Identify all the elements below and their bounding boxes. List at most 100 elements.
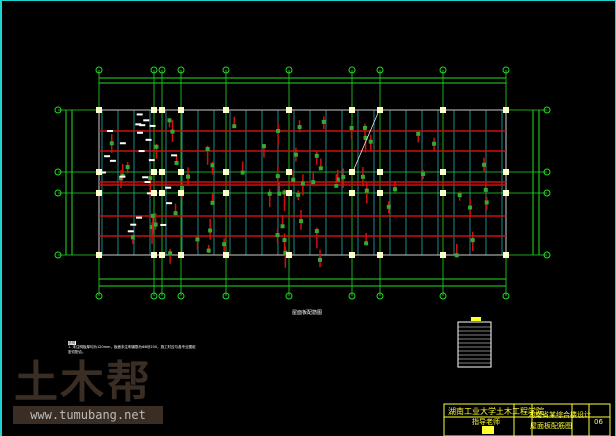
label-tag (160, 223, 167, 226)
rebar-mark (334, 183, 339, 188)
column (440, 169, 446, 175)
rebar-mark (314, 153, 319, 158)
column (503, 169, 509, 175)
column (377, 169, 383, 175)
rebar-mark (153, 222, 158, 227)
rebar-mark (291, 177, 296, 182)
axis-bubble (54, 251, 62, 259)
rebar-mark (206, 248, 211, 253)
title-sheet-no: 06 (594, 418, 603, 426)
axis-bubble (543, 189, 551, 197)
label-tag (145, 138, 152, 141)
label-tag (144, 181, 151, 184)
axis-bubble (177, 66, 185, 74)
rebar-mark (280, 224, 285, 229)
watermark-logo: 土木帮 (14, 357, 152, 408)
label-tag (165, 186, 172, 189)
axis-bubble (502, 292, 510, 300)
label-tag (137, 131, 144, 134)
rebar-mark (168, 251, 173, 256)
rebar-mark (267, 191, 272, 196)
column (96, 252, 102, 258)
column (377, 190, 383, 196)
label-tag (143, 119, 150, 122)
rebar-mark (300, 181, 305, 186)
rebar-mark (470, 238, 475, 243)
rebar-mark (195, 237, 200, 242)
label-tag (146, 192, 153, 195)
axis-bubble (158, 292, 166, 300)
column (377, 252, 383, 258)
rebar-mark (297, 125, 302, 130)
rebar-mark (363, 135, 368, 140)
rebar-mark (293, 152, 298, 157)
column (151, 252, 157, 258)
label-tag (106, 129, 113, 132)
rebar-mark (311, 180, 316, 185)
axis-bubble (158, 66, 166, 74)
rebar-mark (210, 163, 215, 168)
rebar-mark (318, 166, 323, 171)
axis-bubble (502, 66, 510, 74)
axis-bubble (54, 168, 62, 176)
label-tag (127, 230, 134, 233)
column (96, 107, 102, 113)
column (503, 190, 509, 196)
rebar-mark (174, 160, 179, 165)
column (178, 107, 184, 113)
column (151, 169, 157, 175)
rebar-mark (282, 190, 287, 195)
rebar-mark (349, 126, 354, 131)
axis-bubble (348, 292, 356, 300)
label-tag (138, 150, 145, 153)
rebar-mark (283, 250, 288, 255)
column (223, 169, 229, 175)
column (151, 107, 157, 113)
rebar-mark (483, 187, 488, 192)
rebar-mark (386, 204, 391, 209)
rebar-table (457, 321, 492, 368)
rebar-mark (276, 128, 281, 133)
title-block (443, 403, 611, 436)
notes-text: 1. 未注明板厚均为120mm，板面未注明钢筋为Φ8@200，施工时应与各专业图… (68, 345, 196, 354)
rebar-mark (210, 200, 215, 205)
axis-bubble (543, 106, 551, 114)
rebar-mark (109, 141, 114, 146)
rebar-mark (468, 205, 473, 210)
axis-bubble (285, 66, 293, 74)
axis-bubble (376, 66, 384, 74)
rebar-mark (240, 170, 245, 175)
rebar-mark (205, 146, 210, 151)
rebar-mark (277, 191, 282, 196)
rebar-mark (222, 242, 227, 247)
axis-bubble (54, 189, 62, 197)
rebar-mark (125, 165, 130, 170)
rebar-mark (432, 141, 437, 146)
rebar-mark (261, 144, 266, 149)
rebar-table-title (471, 317, 481, 321)
column (349, 169, 355, 175)
rebar-mark (321, 119, 326, 124)
column (159, 252, 165, 258)
column (349, 190, 355, 196)
rebar-mark (282, 238, 287, 243)
label-tag (149, 124, 156, 127)
axis-bubble (150, 292, 158, 300)
column (503, 252, 509, 258)
label-tag (130, 223, 137, 226)
title-block-stamp (482, 426, 494, 434)
label-tag (104, 155, 111, 158)
rebar-mark (360, 174, 365, 179)
axis-bubble (285, 292, 293, 300)
title-advisor: 指导老师 (472, 418, 500, 426)
axis-bubble (543, 168, 551, 176)
watermark-url: www.tumubang.net (13, 406, 163, 424)
axis-bubble (177, 292, 185, 300)
column (159, 169, 165, 175)
diagonal-line (353, 112, 379, 170)
rebar-mark (167, 118, 172, 123)
rebar-mark (275, 233, 280, 238)
column (503, 107, 509, 113)
column (223, 190, 229, 196)
